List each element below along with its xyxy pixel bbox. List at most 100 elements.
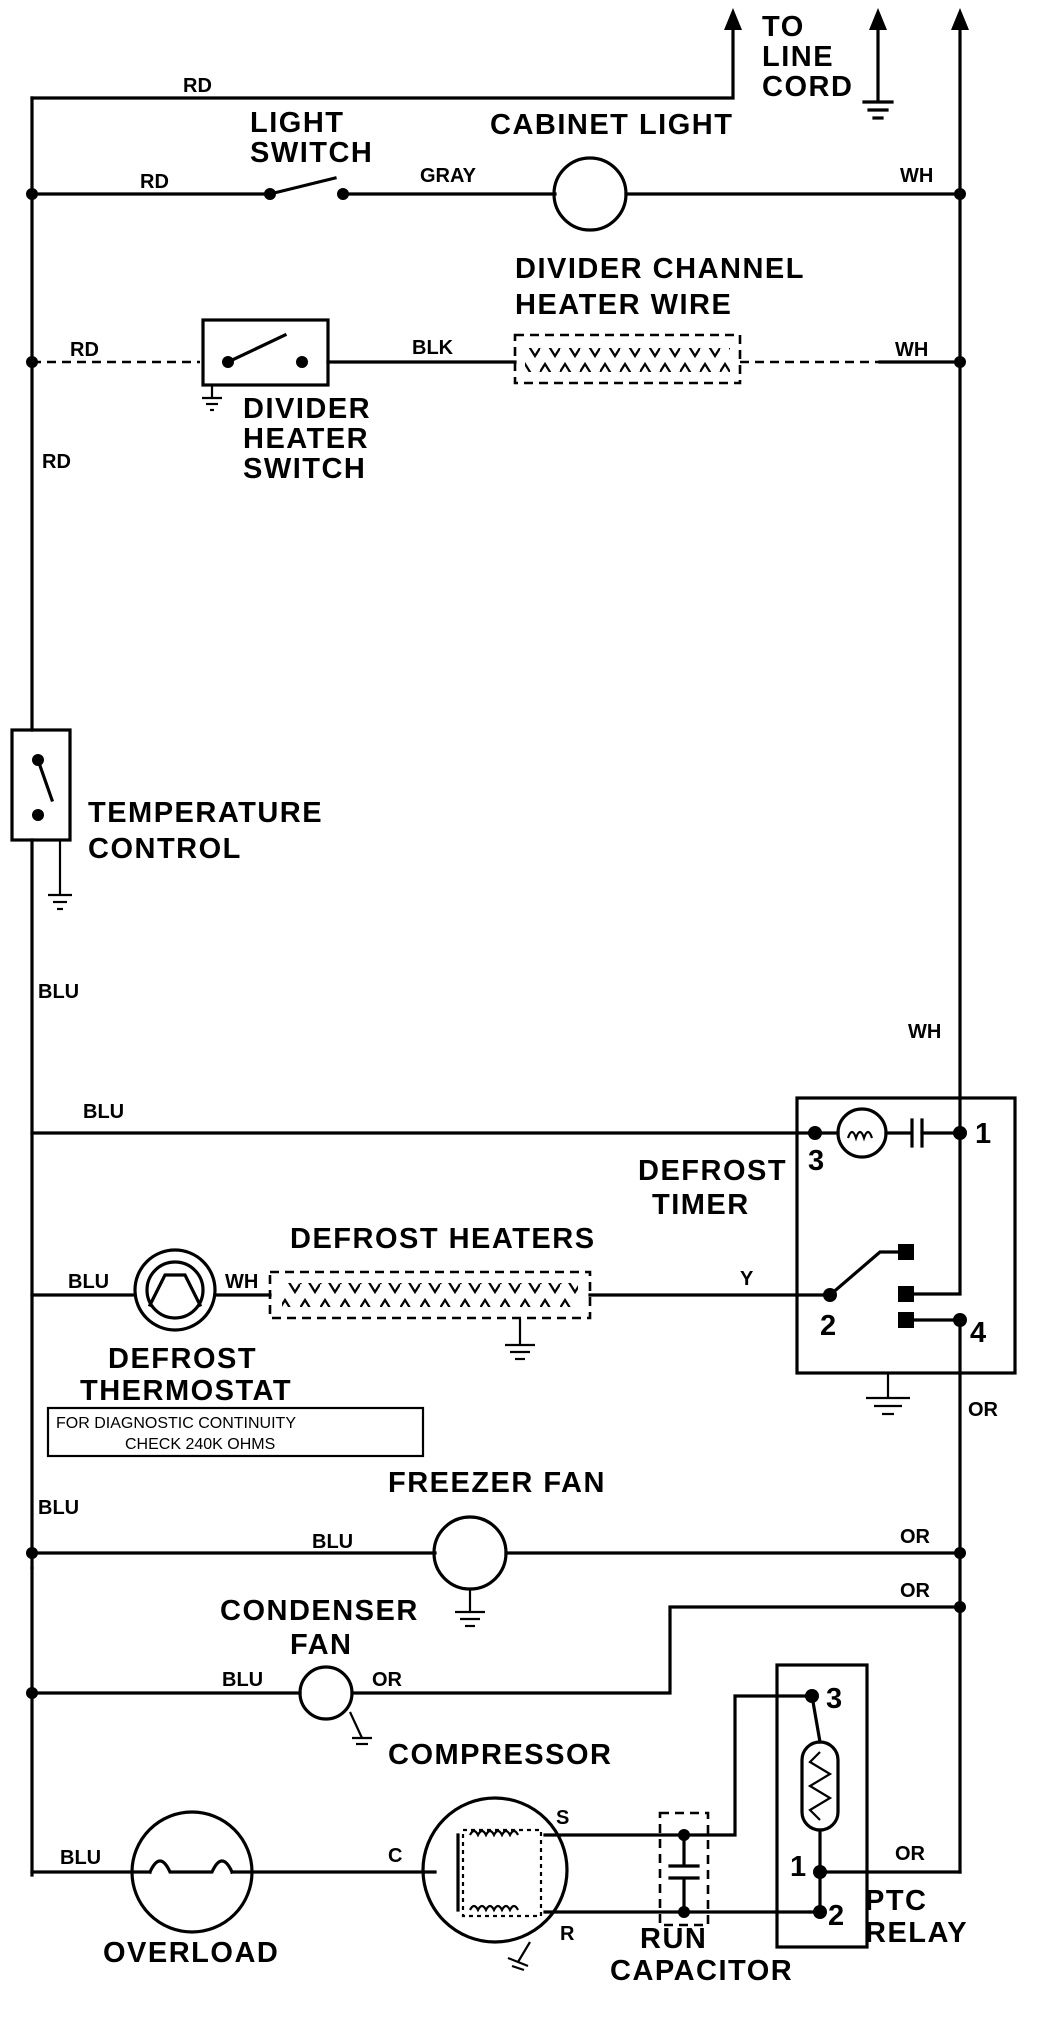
relay-terminal-3-label: 3 bbox=[826, 1683, 844, 1715]
divider-switch-ground-icon bbox=[202, 385, 222, 412]
divider-heater-switch-label-2: HEATER bbox=[243, 423, 369, 455]
overload-element bbox=[147, 1859, 235, 1875]
temperature-control-ground-icon bbox=[48, 840, 72, 911]
condenser-fan-ground-icon bbox=[349, 1711, 372, 1746]
freezer-fan-motor-icon bbox=[432, 1515, 508, 1591]
freezer-fan-ground-icon bbox=[455, 1589, 485, 1628]
defrost-thermostat-label-2: THERMOSTAT bbox=[80, 1375, 292, 1407]
run-capacitor-box bbox=[658, 1811, 710, 1927]
ptc-relay-box bbox=[775, 1663, 869, 1949]
compressor-ground-icon bbox=[507, 1941, 531, 1972]
wire-label-blu: BLU bbox=[312, 1531, 353, 1553]
cabinet-light-label: CABINET LIGHT bbox=[490, 109, 733, 141]
junction bbox=[26, 356, 38, 368]
ptc-zigzag bbox=[807, 1751, 833, 1821]
divider-heater-switch-box bbox=[201, 318, 330, 387]
line-arrow-2-icon bbox=[869, 8, 887, 30]
timer-contact bbox=[898, 1244, 914, 1260]
condenser-fan-label-1: CONDENSER bbox=[220, 1595, 419, 1627]
to-line-cord-label-1: TO bbox=[762, 11, 805, 43]
wire-label-gray: GRAY bbox=[420, 165, 477, 187]
switch-contact bbox=[296, 356, 308, 368]
wire-label-wh: WH bbox=[900, 165, 933, 187]
junction bbox=[954, 356, 966, 368]
divider-channel-label-2: HEATER WIRE bbox=[515, 289, 732, 321]
cabinet-light-bulb-icon bbox=[552, 156, 628, 232]
junction bbox=[26, 1547, 38, 1559]
defrost-thermostat-inner bbox=[145, 1260, 205, 1320]
ptc-thermistor-icon bbox=[800, 1740, 840, 1832]
wire-label-rd: RD bbox=[183, 75, 212, 97]
rd-wire-top bbox=[30, 18, 735, 100]
wire-label-blu: BLU bbox=[68, 1271, 109, 1293]
timer-contact bbox=[898, 1312, 914, 1328]
run-capacitor-label-2: CAPACITOR bbox=[610, 1955, 793, 1987]
wire-label-rd: RD bbox=[42, 451, 71, 473]
compressor-icon bbox=[421, 1796, 569, 1944]
relay-terminal-1-label: 1 bbox=[790, 1851, 808, 1883]
relay-lead bbox=[810, 1694, 822, 1744]
wire-label-or: OR bbox=[900, 1580, 931, 1602]
wire-label-blu: BLU bbox=[222, 1669, 263, 1691]
defrost-thermostat-icon bbox=[133, 1248, 217, 1332]
wire-label-or: OR bbox=[968, 1399, 999, 1421]
temperature-control-box bbox=[10, 728, 72, 842]
wire-label-rd: RD bbox=[140, 171, 169, 193]
wire-label-blk: BLK bbox=[412, 337, 454, 359]
light-switch-blade bbox=[268, 176, 337, 196]
tc-contact bbox=[32, 809, 44, 821]
temperature-control-label-2: CONTROL bbox=[88, 833, 242, 865]
condenser-fan-label-2: FAN bbox=[290, 1629, 353, 1661]
timer-contact bbox=[898, 1286, 914, 1302]
line-arrow-1-icon bbox=[724, 8, 742, 30]
junction bbox=[26, 1687, 38, 1699]
wire-label-wh: WH bbox=[908, 1021, 941, 1043]
wire-label-y: Y bbox=[740, 1268, 754, 1290]
defrost-timer-label-2: TIMER bbox=[652, 1189, 750, 1221]
defrost-heaters-ground-icon bbox=[505, 1318, 535, 1361]
defrost-timer-ground-icon bbox=[866, 1373, 910, 1416]
divider-heater-switch-label-1: DIVIDER bbox=[243, 393, 371, 425]
thermostat-element bbox=[147, 1273, 203, 1308]
timer-terminal-2-label: 2 bbox=[820, 1310, 838, 1342]
compressor-terminal-s: S bbox=[556, 1807, 569, 1829]
wire-label-wh: WH bbox=[225, 1271, 258, 1293]
junction bbox=[26, 188, 38, 200]
compressor-windings bbox=[461, 1828, 543, 1918]
defrost-timer-box bbox=[795, 1096, 1017, 1375]
ptc-relay-label-1: PTC bbox=[865, 1885, 928, 1917]
timer-terminal-1-label: 1 bbox=[975, 1118, 993, 1150]
to-line-cord-label-3: CORD bbox=[762, 71, 853, 103]
line-cord-ground-icon bbox=[862, 100, 894, 120]
divider-channel-label-1: DIVIDER CHANNEL bbox=[515, 253, 805, 285]
wire-label-blu: BLU bbox=[60, 1847, 101, 1869]
junction bbox=[954, 188, 966, 200]
diagnostic-note-line-2: CHECK 240K OHMS bbox=[125, 1436, 275, 1453]
compressor-terminal-c: C bbox=[388, 1845, 402, 1867]
timer-motor-coil bbox=[846, 1130, 874, 1142]
wire-label-rd: RD bbox=[70, 339, 99, 361]
junction bbox=[954, 1601, 966, 1613]
timer-switch-blade bbox=[827, 1250, 907, 1298]
line-arrow-3-icon bbox=[951, 8, 969, 30]
relay-terminal-2-label: 2 bbox=[828, 1900, 846, 1932]
run-capacitor-label-1: RUN bbox=[640, 1923, 707, 1955]
light-switch-label-1: LIGHT bbox=[250, 107, 345, 139]
compressor-run-winding bbox=[469, 1904, 519, 1913]
wire-label-or: OR bbox=[900, 1526, 931, 1548]
diagnostic-note-box bbox=[46, 1406, 425, 1458]
defrost-timer-label-1: DEFROST bbox=[638, 1155, 787, 1187]
wire-label-blu: BLU bbox=[38, 1497, 79, 1519]
defrost-heaters-label: DEFROST HEATERS bbox=[290, 1223, 596, 1255]
divider-heater-wire-element bbox=[513, 333, 742, 385]
divider-switch-blade bbox=[225, 332, 288, 365]
wire-label-blu: BLU bbox=[38, 981, 79, 1003]
wire-label-wh: WH bbox=[895, 339, 928, 361]
defrost-heaters-element bbox=[268, 1270, 592, 1320]
junction bbox=[954, 1547, 966, 1559]
light-switch-label-2: SWITCH bbox=[250, 137, 373, 169]
heater-zigzag bbox=[525, 348, 730, 372]
defrost-heaters-zigzag bbox=[282, 1283, 578, 1307]
timer-terminal-3-label: 3 bbox=[808, 1145, 826, 1177]
